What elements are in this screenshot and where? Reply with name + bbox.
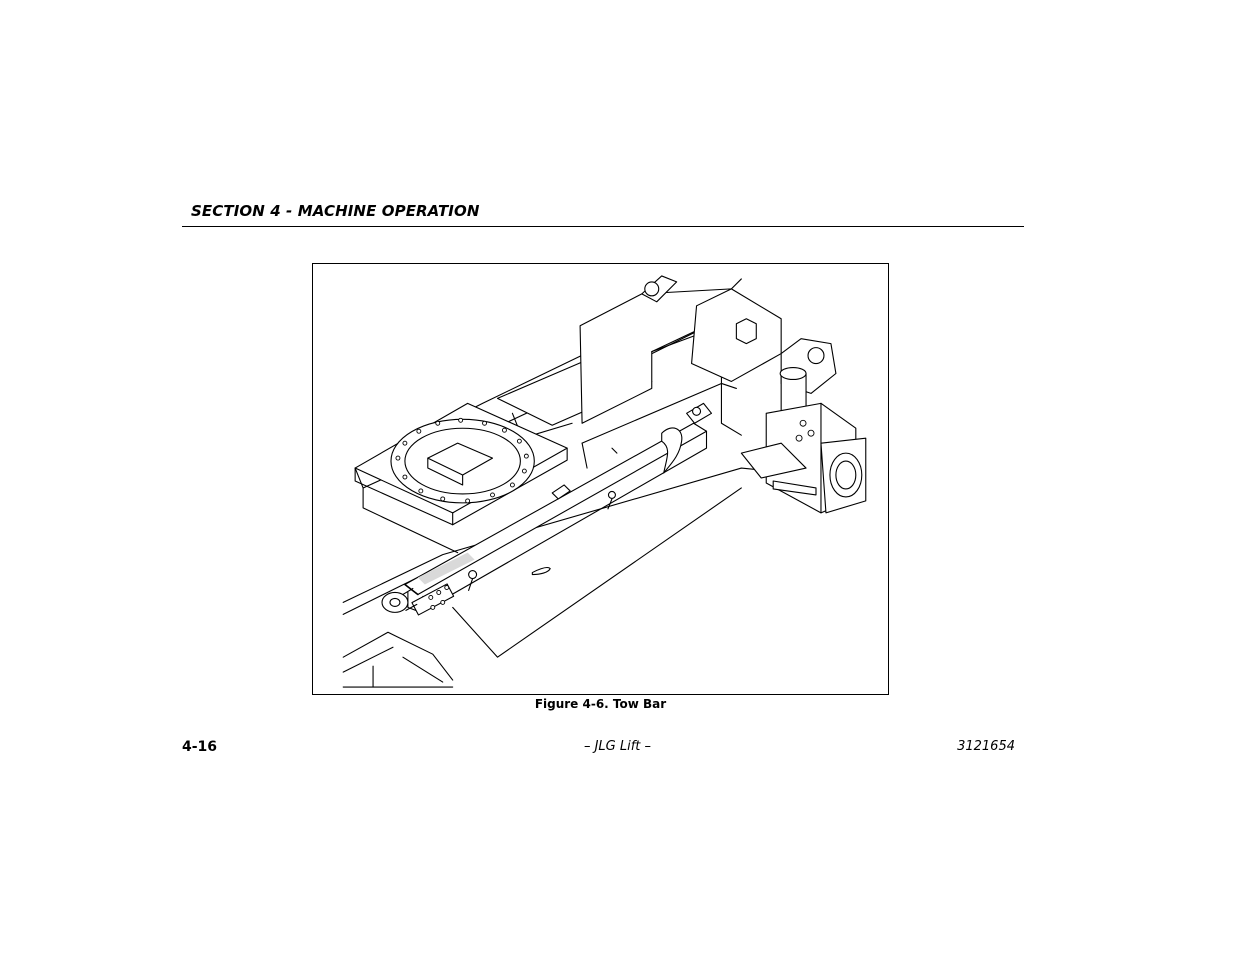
tow-bar-illustration <box>342 275 867 688</box>
retaining-pins <box>468 490 616 592</box>
steering-knuckle <box>740 366 867 514</box>
bolt-circle <box>395 417 529 504</box>
section-title: SECTION 4 - MACHINE OPERATION <box>191 202 480 220</box>
document-number: 3121654 <box>957 739 1015 754</box>
header-divider <box>182 226 1024 227</box>
turntable-plate <box>354 402 568 526</box>
publisher-footer: – JLG Lift – <box>583 739 652 754</box>
tow-bar-figure <box>312 263 889 695</box>
page-number: 4-16 <box>182 739 218 755</box>
tow-eye <box>381 587 418 613</box>
figure-caption: Figure 4-6. Tow Bar <box>534 697 667 711</box>
